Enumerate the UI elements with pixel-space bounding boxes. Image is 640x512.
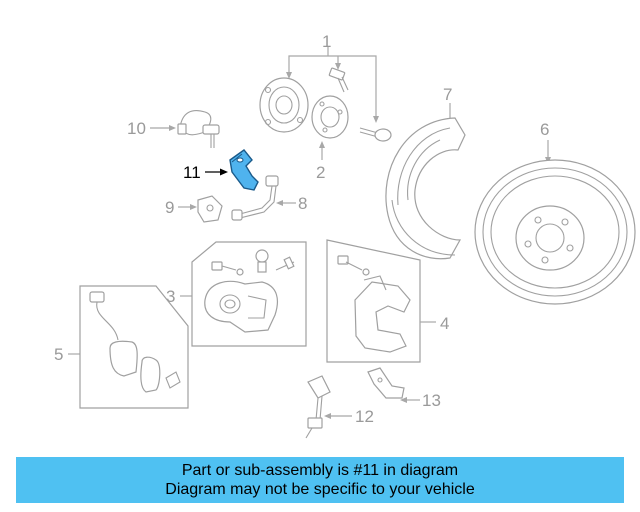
callout-4: 4 bbox=[440, 314, 449, 333]
abs-sensor-wire bbox=[177, 110, 220, 148]
callout-11: 11 bbox=[183, 163, 201, 182]
callout-2: 2 bbox=[316, 163, 325, 182]
brake-hose bbox=[231, 175, 279, 221]
hub-bearing bbox=[259, 77, 309, 133]
brake-rotor bbox=[474, 159, 636, 305]
caliper-carrier bbox=[337, 255, 411, 353]
wear-sensor bbox=[305, 375, 331, 439]
banner-line-1: Part or sub-assembly is #11 in diagram bbox=[181, 462, 459, 479]
banner-line-2: Diagram may not be specific to your vehi… bbox=[165, 481, 475, 498]
callout-6: 6 bbox=[540, 120, 549, 139]
callout-5: 5 bbox=[54, 345, 63, 364]
parts-diagram: 1 2 7 bbox=[54, 32, 636, 439]
callout-9: 9 bbox=[165, 198, 174, 217]
hub-bolt-top bbox=[328, 67, 349, 93]
callout-13: 13 bbox=[422, 391, 441, 410]
callout-8: 8 bbox=[298, 194, 307, 213]
brake-caliper bbox=[204, 249, 295, 333]
callout-10: 10 bbox=[127, 119, 146, 138]
callout-7: 7 bbox=[443, 85, 452, 104]
wheel-hub bbox=[311, 95, 349, 139]
callout-1: 1 bbox=[322, 32, 331, 51]
callout-3: 3 bbox=[166, 287, 175, 306]
hose-bracket-9 bbox=[197, 195, 223, 223]
callout-12: 12 bbox=[355, 407, 374, 426]
small-bracket-13 bbox=[367, 367, 405, 399]
brake-shield bbox=[385, 117, 466, 260]
brake-hose-bracket-highlighted bbox=[229, 149, 259, 191]
axle-bolt bbox=[359, 127, 392, 142]
callout-1-bracket bbox=[286, 47, 379, 123]
info-banner: Part or sub-assembly is #11 in diagram D… bbox=[16, 457, 624, 503]
brake-pads bbox=[89, 291, 181, 393]
